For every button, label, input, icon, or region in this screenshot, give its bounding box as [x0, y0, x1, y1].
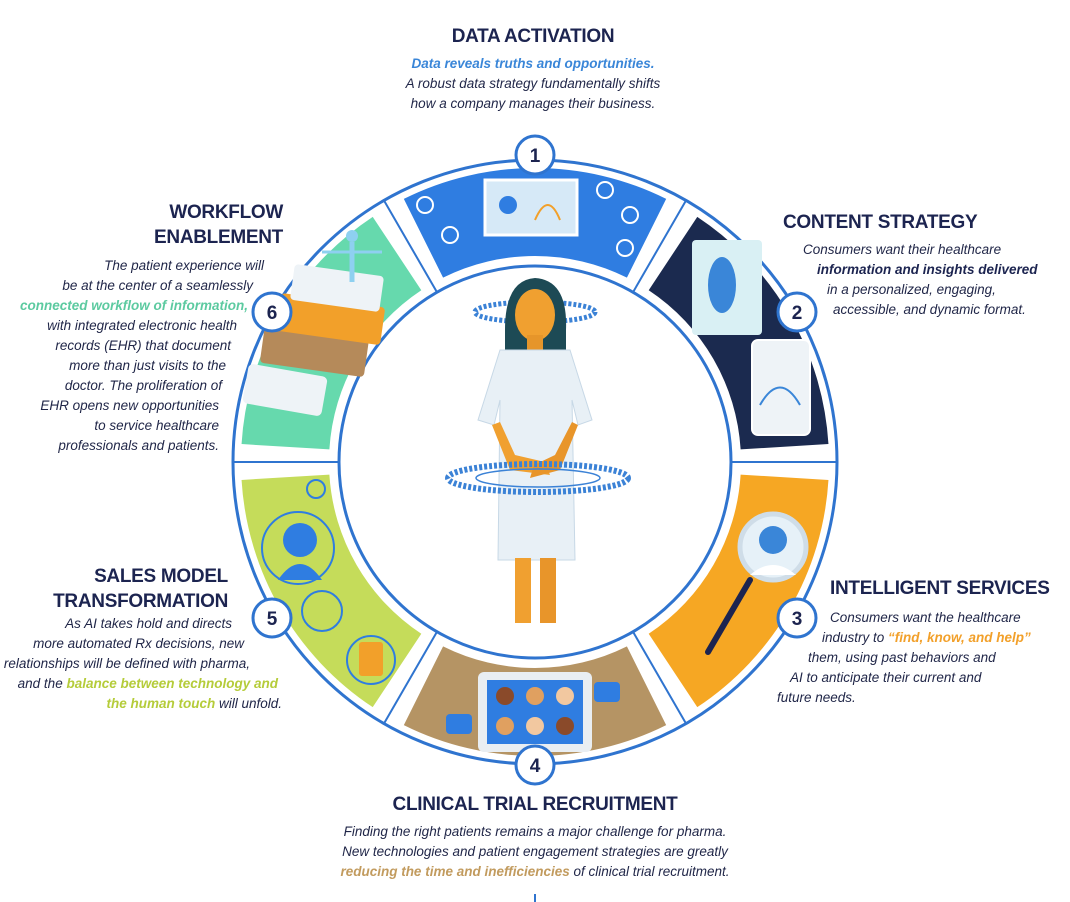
- text-line: The patient experience will: [104, 258, 264, 273]
- text-line: As AI takes hold and directs: [65, 616, 232, 631]
- step-number-4: 4: [530, 756, 541, 777]
- text-line: information and insights delivered: [817, 262, 1038, 277]
- step-badge-3: 3: [776, 597, 818, 639]
- text-line: Finding the right patients remains a maj…: [343, 824, 727, 839]
- highlight-text: balance between technology and: [66, 676, 278, 691]
- patient-figure: [445, 278, 631, 623]
- text-line: EHR opens new opportunities: [40, 398, 219, 413]
- text-line: Consumers want their healthcare: [803, 242, 1002, 257]
- step-number-6: 6: [267, 303, 278, 324]
- text-line: in a personalized, engaging,: [827, 282, 996, 297]
- step-badge-2: 2: [776, 291, 818, 333]
- content-strategy-title: CONTENT STRATEGY: [783, 212, 978, 233]
- magnifier-icon: [705, 511, 809, 655]
- highlight-text: connected workflow of information,: [19, 298, 248, 313]
- text-line: be at the center of a seamlessly: [62, 278, 253, 293]
- data-activation-highlight: Data reveals truths and opportunities.: [411, 56, 655, 71]
- text-line: and the: [17, 676, 67, 691]
- text-line: AI to anticipate their current and: [790, 670, 982, 685]
- text-line: with integrated electronic health: [47, 318, 237, 333]
- tablet-content-icon: [692, 240, 811, 436]
- step-badge-6: 6: [251, 291, 293, 333]
- patient-grid-tablet-icon: [446, 672, 620, 752]
- step-number-3: 3: [792, 609, 803, 630]
- text-line: accessible, and dynamic format.: [833, 302, 1026, 317]
- highlight-text: reducing the time and inefficiencies: [340, 864, 570, 879]
- intelligent-services-text: Consumers want the healthcare industry t…: [777, 608, 1031, 708]
- text-line: will unfold.: [215, 696, 282, 711]
- ehr-layers-icon: [242, 230, 385, 416]
- text-line: of clinical trial recruitment.: [569, 864, 730, 879]
- data-activation-title: DATA ACTIVATION: [451, 26, 615, 47]
- title-line: TRANSFORMATION: [53, 591, 228, 612]
- intelligent-services-title: INTELLIGENT SERVICES: [830, 578, 1050, 599]
- highlight-text: “find, know, and help”: [888, 630, 1031, 645]
- text-line: Consumers want the healthcare: [830, 610, 1021, 625]
- step-number-1: 1: [530, 146, 541, 167]
- text-line: A robust data strategy fundamentally shi…: [405, 76, 661, 91]
- text-line: more than just visits to the: [69, 358, 226, 373]
- data-network-icon: [416, 178, 639, 257]
- text-line: industry to: [822, 630, 889, 645]
- text-line: records (EHR) that document: [55, 338, 231, 353]
- step-badge-4: 4: [514, 744, 556, 786]
- step-number-5: 5: [267, 609, 278, 630]
- step-badge-1: 1: [514, 134, 556, 176]
- step-badge-5: 5: [251, 597, 293, 639]
- step-number-2: 2: [792, 303, 803, 324]
- text-line: relationships will be defined with pharm…: [3, 656, 250, 671]
- text-line: doctor. The proliferation of: [64, 378, 222, 393]
- text-line: more automated Rx decisions, new: [33, 636, 244, 651]
- title-line: WORKFLOW: [169, 202, 283, 223]
- ai-head-icon: [261, 479, 396, 685]
- sales-model-title: SALES MODEL TRANSFORMATION: [28, 564, 228, 614]
- text-line: to service healthcare: [94, 418, 219, 433]
- clinical-trial-title: CLINICAL TRIAL RECRUITMENT: [392, 794, 678, 815]
- workflow-text: The patient experience will be at the ce…: [0, 256, 264, 456]
- content-strategy-text: Consumers want their healthcare informat…: [783, 240, 1038, 320]
- segment-divider: [382, 631, 438, 725]
- text-line: future needs.: [777, 690, 856, 705]
- data-activation-text: Data reveals truths and opportunities. A…: [333, 54, 733, 114]
- text-line: New technologies and patient engagement …: [342, 844, 728, 859]
- clinical-trial-text: Finding the right patients remains a maj…: [285, 822, 785, 882]
- sales-model-text: As AI takes hold and directs more automa…: [0, 614, 282, 714]
- segment-divider: [632, 199, 688, 293]
- text-line: professionals and patients.: [58, 438, 219, 453]
- segment-divider: [382, 199, 438, 293]
- title-line: ENABLEMENT: [154, 227, 283, 248]
- highlight-text: the human touch: [106, 696, 216, 711]
- text-line: them, using past behaviors and: [808, 650, 996, 665]
- text-line: how a company manages their business.: [410, 96, 656, 111]
- workflow-title: WORKFLOW ENABLEMENT: [83, 200, 283, 250]
- title-line: SALES MODEL: [94, 566, 228, 587]
- segment-divider: [632, 631, 688, 725]
